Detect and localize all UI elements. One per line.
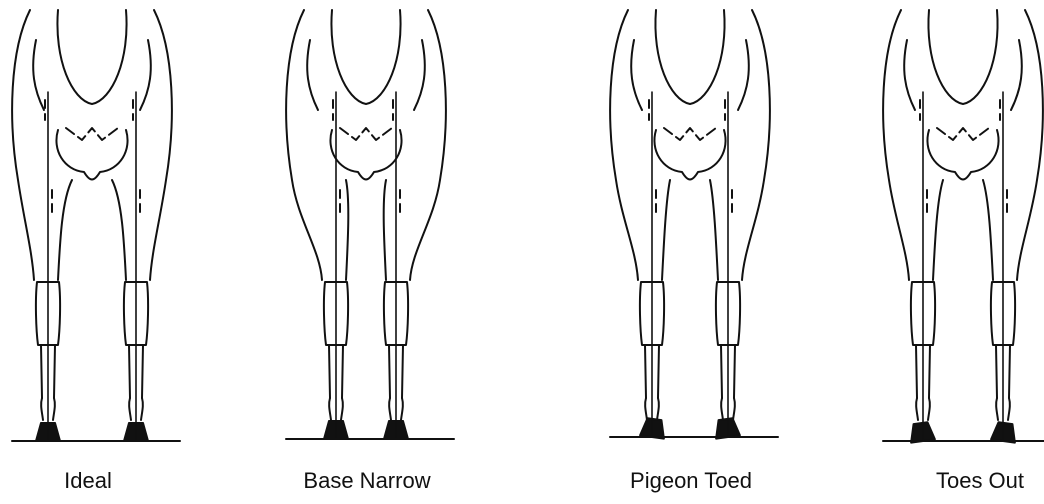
right-cannon-inner [129,345,130,398]
neck-arc [331,10,400,104]
left-hoof [909,422,935,443]
caption-ideal: Ideal [64,468,112,494]
horse-figure-pigeon-toed [610,10,778,439]
right-body-contour [410,10,446,280]
right-cannon-inner [721,345,722,398]
left-shoulder-line [904,40,915,110]
left-leg [324,92,348,439]
chest-dashes [66,128,118,140]
right-body-contour [150,10,172,280]
left-cannon-outer [342,345,343,398]
left-leg [909,92,935,443]
left-inner-arm [58,180,72,280]
left-inner-arm [346,180,348,280]
horse-figure-toes-out [883,10,1044,443]
left-shoulder-line [307,40,318,110]
chest-muscles [56,130,127,180]
left-cannon-outer [658,345,659,398]
right-inner-arm [112,180,126,280]
right-shoulder-line [738,40,749,110]
right-inner-arm [710,180,718,280]
chest-muscles [927,130,998,180]
chest-muscles [654,130,725,180]
right-cannon-outer [402,345,403,398]
horse-figure-base-narrow [286,10,454,439]
left-cannon-inner [916,345,917,398]
left-inner-arm [933,180,943,280]
left-cannon-inner [645,345,646,398]
right-cannon-outer [734,345,735,398]
left-cannon-outer [54,345,55,398]
chest-dashes [937,128,989,140]
chest-dashes [664,128,716,140]
caption-base-narrow: Base Narrow [303,468,430,494]
caption-pigeon-toed: Pigeon Toed [630,468,752,494]
right-inner-arm [384,180,386,280]
left-body-contour [610,10,638,280]
right-cannon-inner [996,345,997,398]
neck-arc [655,10,724,104]
right-cannon-outer [1009,345,1010,398]
right-leg [384,92,408,439]
left-shoulder-line [33,40,44,110]
left-cannon-outer [929,345,930,398]
chest-muscles [330,130,401,180]
right-inner-arm [983,180,993,280]
right-hoof [714,418,740,439]
left-body-contour [286,10,322,280]
right-body-contour [742,10,770,280]
left-body-contour [12,10,34,280]
right-hoof [991,422,1017,443]
neck-arc [57,10,126,104]
right-cannon-inner [389,345,390,398]
right-shoulder-line [414,40,425,110]
right-cannon-outer [142,345,143,398]
chest-dashes [340,128,392,140]
right-leg [991,92,1017,443]
horse-figure-ideal [12,10,180,441]
left-inner-arm [662,180,670,280]
right-shoulder-line [140,40,151,110]
left-hoof [640,418,666,439]
neck-arc [928,10,997,104]
caption-toes-out: Toes Out [936,468,1024,494]
left-shoulder-line [631,40,642,110]
left-cannon-inner [329,345,330,398]
left-cannon-inner [41,345,42,398]
right-shoulder-line [1011,40,1022,110]
